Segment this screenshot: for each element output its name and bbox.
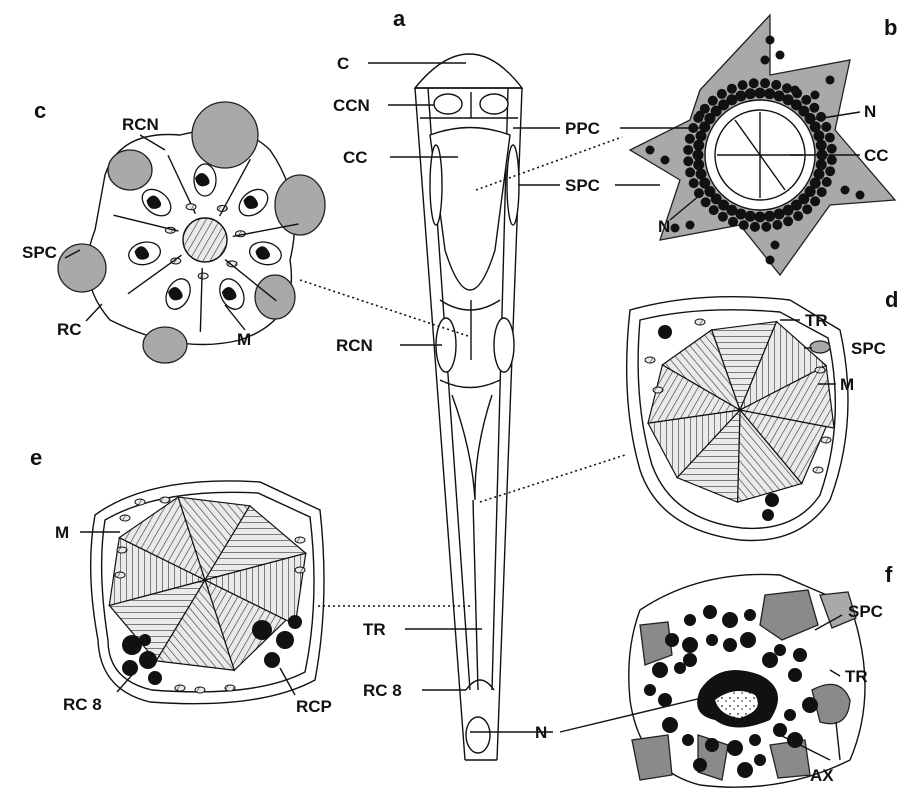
panel-letter-c: c	[34, 98, 46, 123]
label-c-rcn: RCN	[122, 115, 159, 134]
label-b-n-bottom: N	[658, 217, 670, 236]
label-f-ax: AX	[810, 766, 834, 785]
label-a-spc: SPC	[565, 176, 600, 195]
label-b-cc: CC	[864, 146, 889, 165]
panel-letter-d: d	[885, 287, 898, 312]
label-a-rc8: RC 8	[363, 681, 402, 700]
label-f-spc: SPC	[848, 602, 883, 621]
label-c-m: M	[237, 330, 251, 349]
label-d-m: M	[840, 375, 854, 394]
label-a-rcn: RCN	[336, 336, 373, 355]
label-a-ppc: PPC	[565, 119, 600, 138]
panel-e-diagram	[91, 481, 324, 704]
label-c-spc: SPC	[22, 243, 57, 262]
label-e-rcp: RCP	[296, 697, 332, 716]
panel-b-diagram	[630, 15, 895, 275]
label-b-n-top: N	[864, 102, 876, 121]
label-a-ccn: CCN	[333, 96, 370, 115]
label-a-n: N	[535, 723, 547, 742]
panel-f-diagram	[629, 574, 865, 787]
panel-letter-e: e	[30, 445, 42, 470]
panel-letter-b: b	[884, 15, 897, 40]
label-a-cc: CC	[343, 148, 368, 167]
panel-a-diagram	[415, 54, 522, 760]
label-d-tr: TR	[805, 311, 828, 330]
panel-c-diagram	[58, 102, 325, 363]
label-e-rc8: RC 8	[63, 695, 102, 714]
label-d-spc: SPC	[851, 339, 886, 358]
label-e-m: M	[55, 523, 69, 542]
panel-letter-f: f	[885, 562, 893, 587]
label-c-rc: RC	[57, 320, 82, 339]
label-a-tr: TR	[363, 620, 386, 639]
panel-d-diagram	[627, 297, 848, 541]
panel-letter-a: a	[393, 6, 406, 31]
label-f-tr: TR	[845, 667, 868, 686]
label-a-c: C	[337, 54, 349, 73]
